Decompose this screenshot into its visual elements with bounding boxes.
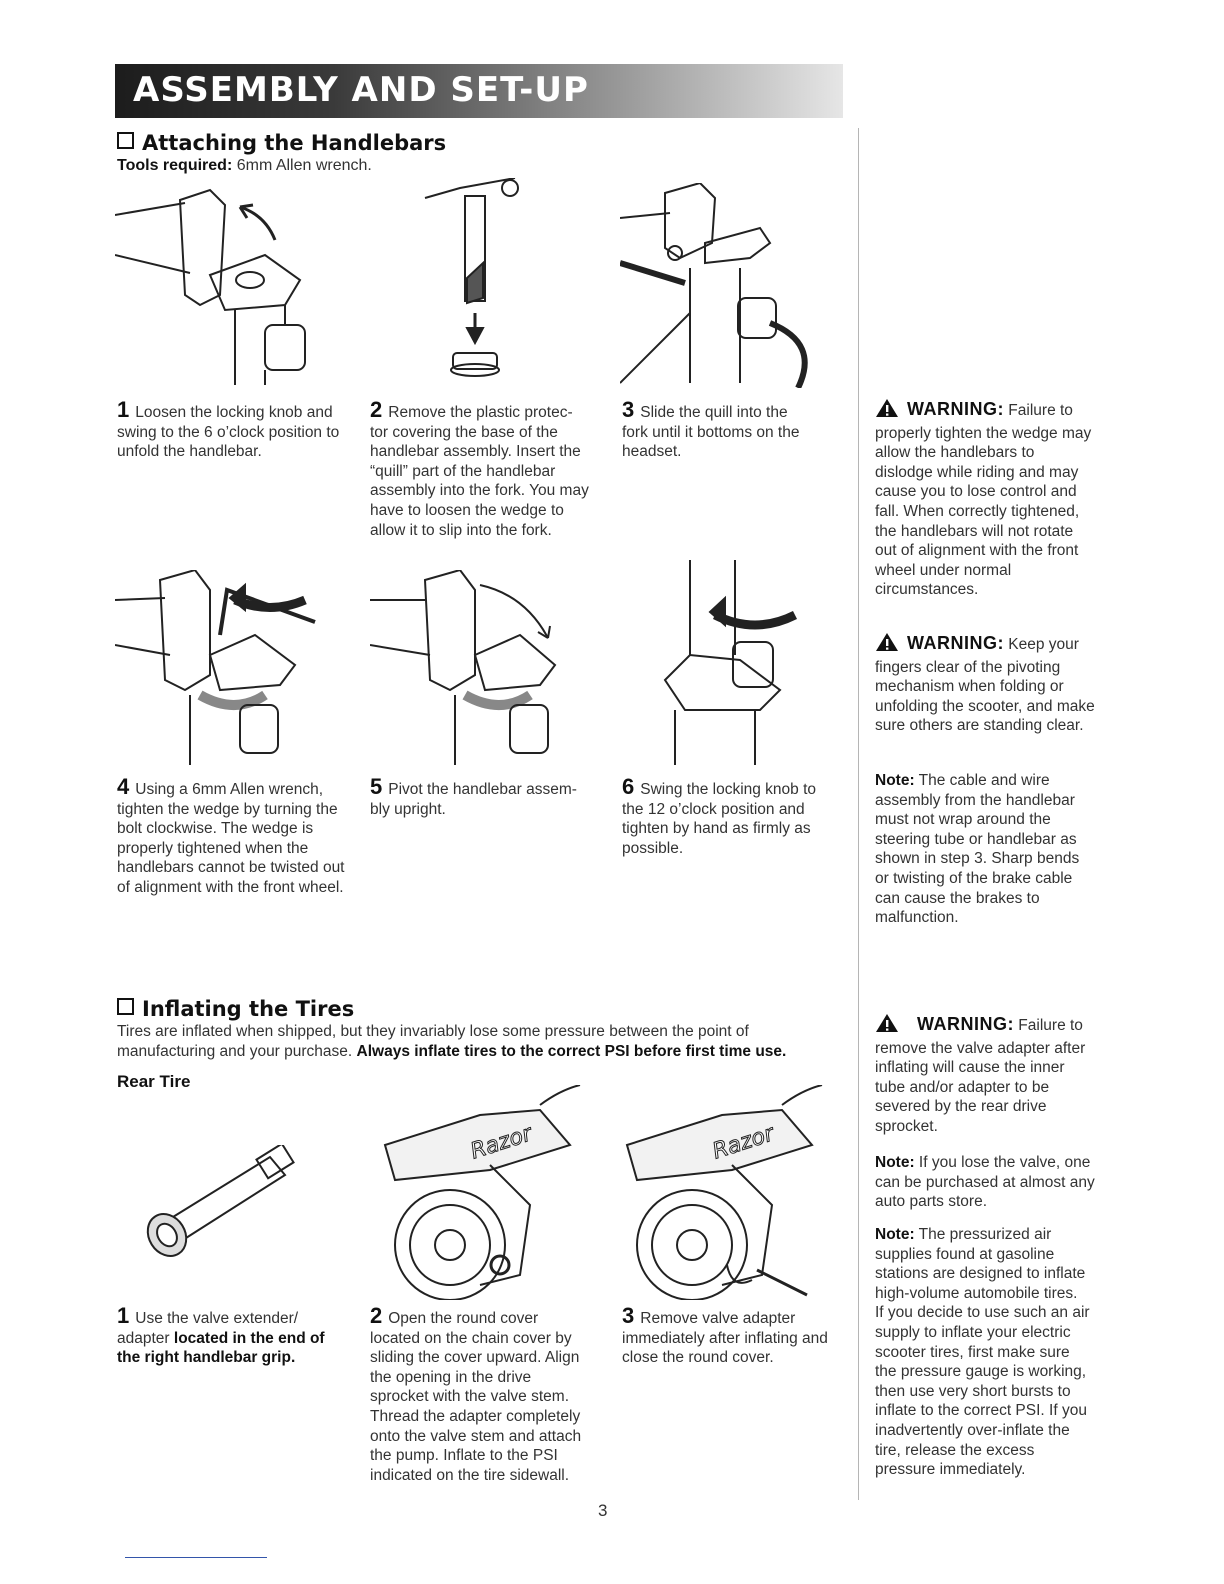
figure-step-5 <box>370 570 557 765</box>
warning-icon <box>875 1013 899 1039</box>
tires-intro: Tires are inflated when shipped, but the… <box>117 1023 787 1060</box>
figure-step-1 <box>115 188 306 385</box>
page-number: 3 <box>598 1501 608 1520</box>
checkbox-icon <box>117 998 134 1015</box>
figure-step-6 <box>663 560 798 765</box>
warning-valve: WARNING: Failure to remove the valve ada… <box>875 1013 1086 1135</box>
column-divider <box>858 128 859 1500</box>
note-cable: Note: The cable and wire assembly from t… <box>875 772 1080 927</box>
figure-valve-adapter <box>146 1145 295 1257</box>
footer-rule <box>125 1557 267 1558</box>
handlebars-heading: Attaching the Handlebars <box>117 131 446 155</box>
figure-rear-cover: Razor <box>383 1085 581 1300</box>
warning-wedge: WARNING: Failure to properly tighten the… <box>875 398 1092 599</box>
rear-tire-subhead: Rear Tire <box>117 1072 191 1091</box>
figure-step-4 <box>115 570 316 765</box>
warning-icon <box>875 632 899 658</box>
checkbox-icon <box>117 132 134 149</box>
tools-required: Tools required: 6mm Allen wrench. <box>117 157 372 174</box>
note-pressure: Note: The pressurized air supplies found… <box>875 1226 1090 1479</box>
section-banner: ASSEMBLY AND SET-UP <box>115 64 843 118</box>
figure-step-2 <box>424 178 519 377</box>
figure-step-3 <box>620 183 808 388</box>
warning-icon <box>875 398 899 424</box>
tires-heading: Inflating the Tires <box>117 997 354 1021</box>
warning-fingers: WARNING: Keep your fingers clear of the … <box>875 632 1095 735</box>
note-valve: Note: If you lose the valve, one can be … <box>875 1154 1095 1211</box>
banner-title: ASSEMBLY AND SET-UP <box>133 70 589 110</box>
figure-remove-adapter: Razor <box>625 1085 823 1300</box>
